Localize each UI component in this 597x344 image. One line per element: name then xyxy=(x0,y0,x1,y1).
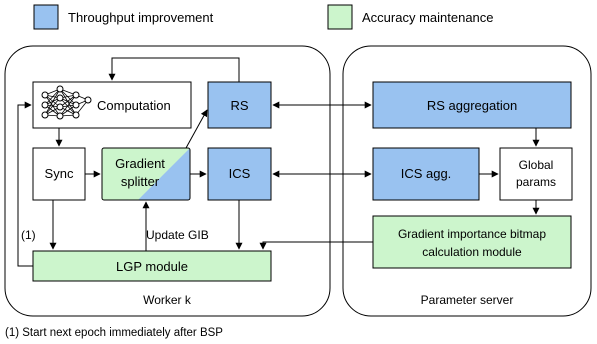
marker-1-label: (1) xyxy=(21,228,36,242)
server-container xyxy=(342,45,592,317)
rs-aggregation-block xyxy=(372,81,572,129)
legend-accuracy-swatch xyxy=(327,4,353,30)
legend-throughput-label: Throughput improvement xyxy=(68,10,214,25)
gib-calculation-label-line1: Gradient importance bitmap xyxy=(398,227,546,241)
update-gib-label: Update GIB xyxy=(146,228,209,242)
server-label: Parameter server xyxy=(421,293,514,307)
arrow-rs-to-computation xyxy=(108,57,240,82)
gib-calculation-block xyxy=(372,215,572,269)
rs-block xyxy=(207,81,272,129)
footnote: (1) Start next epoch immediately after B… xyxy=(5,327,223,339)
worker-label: Worker k xyxy=(143,293,192,307)
computation-label: Computation xyxy=(97,98,171,113)
ics-agg-label: ICS agg. xyxy=(401,166,452,181)
arrow-lgp-loop-to-computation xyxy=(17,101,33,267)
legend-accuracy-label: Accuracy maintenance xyxy=(362,10,494,25)
rs-aggregation-label: RS aggregation xyxy=(427,98,517,113)
gradient-splitter-label-line2: splitter xyxy=(121,174,160,189)
ics-block xyxy=(207,147,272,201)
sync-label: Sync xyxy=(45,166,74,181)
arrow-gib-calc-to-lgp xyxy=(259,241,373,250)
ics-label: ICS xyxy=(229,166,251,181)
global-params-label-line1: Global xyxy=(519,158,554,172)
ics-agg-block xyxy=(372,147,480,201)
gradient-splitter-label-line1: Gradient xyxy=(115,156,165,171)
global-params-label-line2: params xyxy=(516,175,556,189)
worker-container xyxy=(4,45,331,317)
global-params-block xyxy=(499,147,573,201)
neural-network-icon xyxy=(41,85,92,120)
sync-block xyxy=(32,147,86,201)
gib-calculation-label-line2: calculation module xyxy=(422,245,522,259)
gradient-splitter-block: Gradient splitter xyxy=(101,147,191,201)
lgp-module-label: LGP module xyxy=(116,259,188,274)
legend-throughput-swatch xyxy=(33,4,59,30)
arrow-splitter-to-rs xyxy=(185,109,208,149)
rs-label: RS xyxy=(230,98,248,113)
